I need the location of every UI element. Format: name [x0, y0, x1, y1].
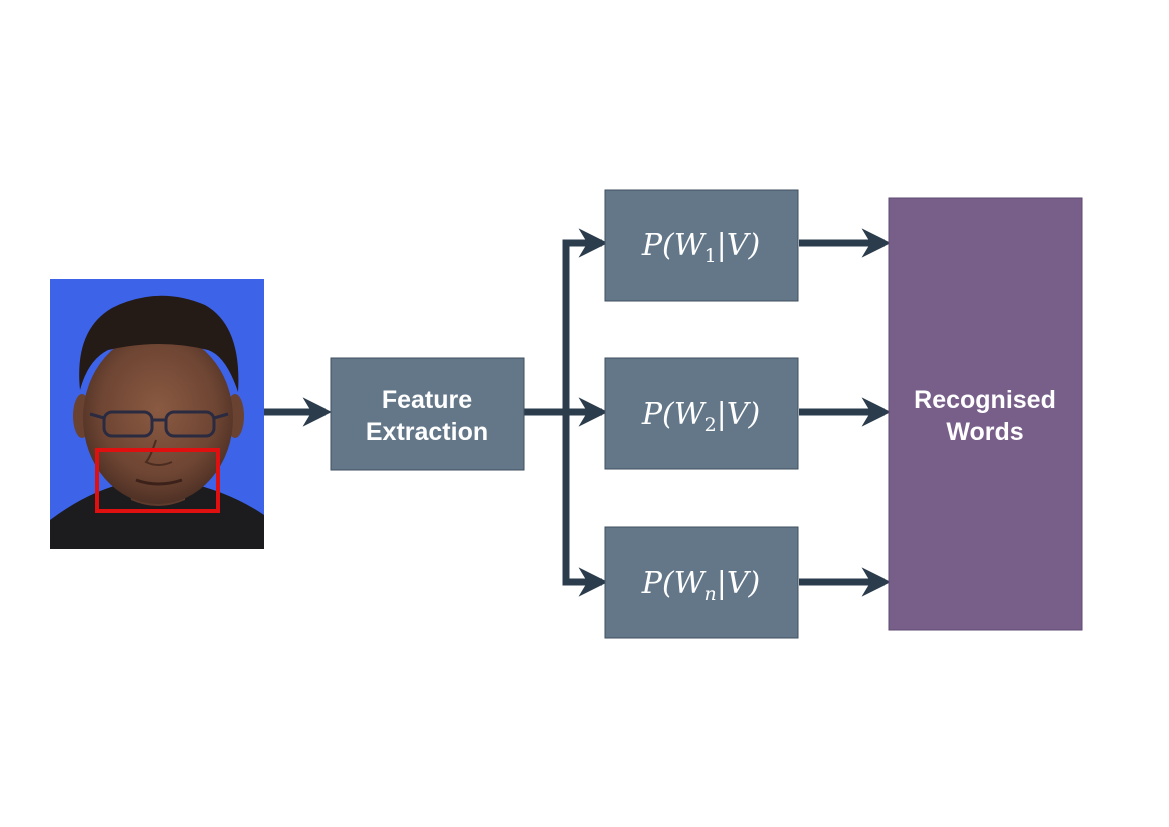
classifier-n-label: P(Wn|V) — [641, 566, 760, 605]
classifier-block-1: P(W1|V) — [604, 189, 799, 302]
classifier-block-2: P(W2|V) — [604, 357, 799, 470]
mouth — [135, 478, 183, 486]
output-label-line2: Words — [946, 418, 1023, 446]
face — [83, 332, 233, 504]
feature-extraction-block: Feature Extraction — [330, 357, 525, 471]
shirt — [50, 482, 264, 549]
recognised-words-block: Recognised Words — [888, 197, 1083, 631]
feature-label-line1: Feature — [382, 386, 472, 414]
arrow-feature-to-class-n — [562, 412, 608, 597]
classifier-block-n: P(Wn|V) — [604, 526, 799, 639]
arrow-feature-to-class-1 — [524, 228, 608, 416]
classifier-2-label: P(W2|V) — [641, 397, 760, 436]
glasses — [89, 410, 229, 438]
input-face-image — [50, 279, 264, 549]
classifier-1-label: P(W1|V) — [641, 228, 760, 267]
feature-label-line2: Extraction — [366, 418, 488, 446]
hair — [79, 295, 239, 392]
arrows — [264, 228, 891, 597]
mouth-roi-box — [95, 448, 220, 513]
output-label-line1: Recognised — [914, 386, 1056, 414]
